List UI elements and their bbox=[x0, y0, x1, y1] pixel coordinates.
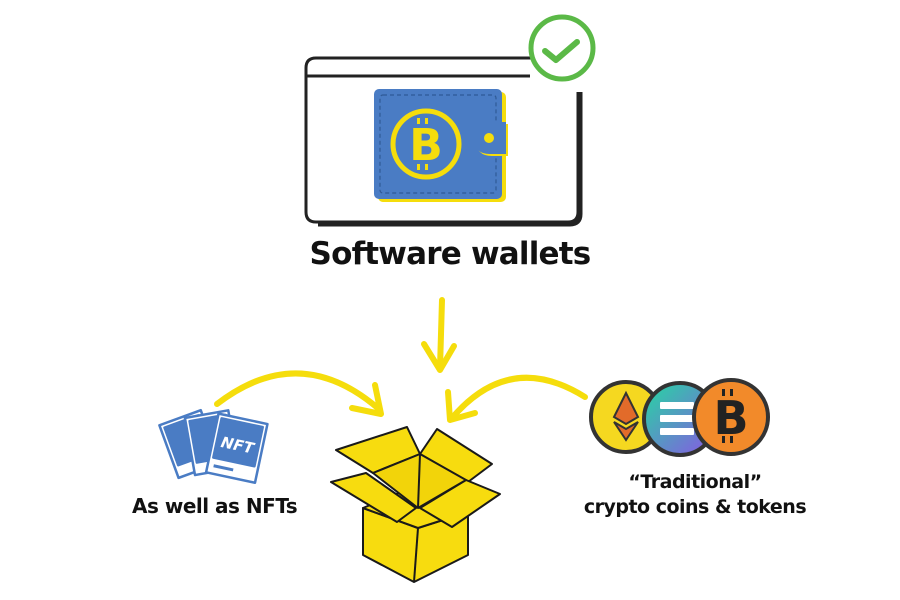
arrows bbox=[214, 297, 588, 423]
coins-label-line1: “Traditional” bbox=[628, 471, 762, 493]
bitcoin-wallet-icon: B bbox=[374, 89, 508, 202]
nft-cards-icon: NFT bbox=[158, 408, 269, 484]
down-arrow-icon bbox=[421, 297, 457, 373]
svg-text:B: B bbox=[409, 120, 443, 171]
checkmark-circle-icon bbox=[528, 14, 596, 82]
coins-label-line2: crypto coins & tokens bbox=[583, 496, 807, 518]
open-box-icon bbox=[330, 426, 501, 583]
right-curved-arrow-icon bbox=[445, 374, 588, 423]
left-curved-arrow-icon bbox=[214, 370, 384, 417]
nft-label: As well as NFTs bbox=[132, 494, 298, 518]
coins-label: “Traditional” crypto coins & tokens bbox=[570, 470, 820, 520]
bitcoin-coin-icon: B bbox=[692, 378, 770, 456]
wallet-title: Software wallets bbox=[309, 236, 592, 272]
ethereum-coin-icon bbox=[589, 380, 663, 454]
